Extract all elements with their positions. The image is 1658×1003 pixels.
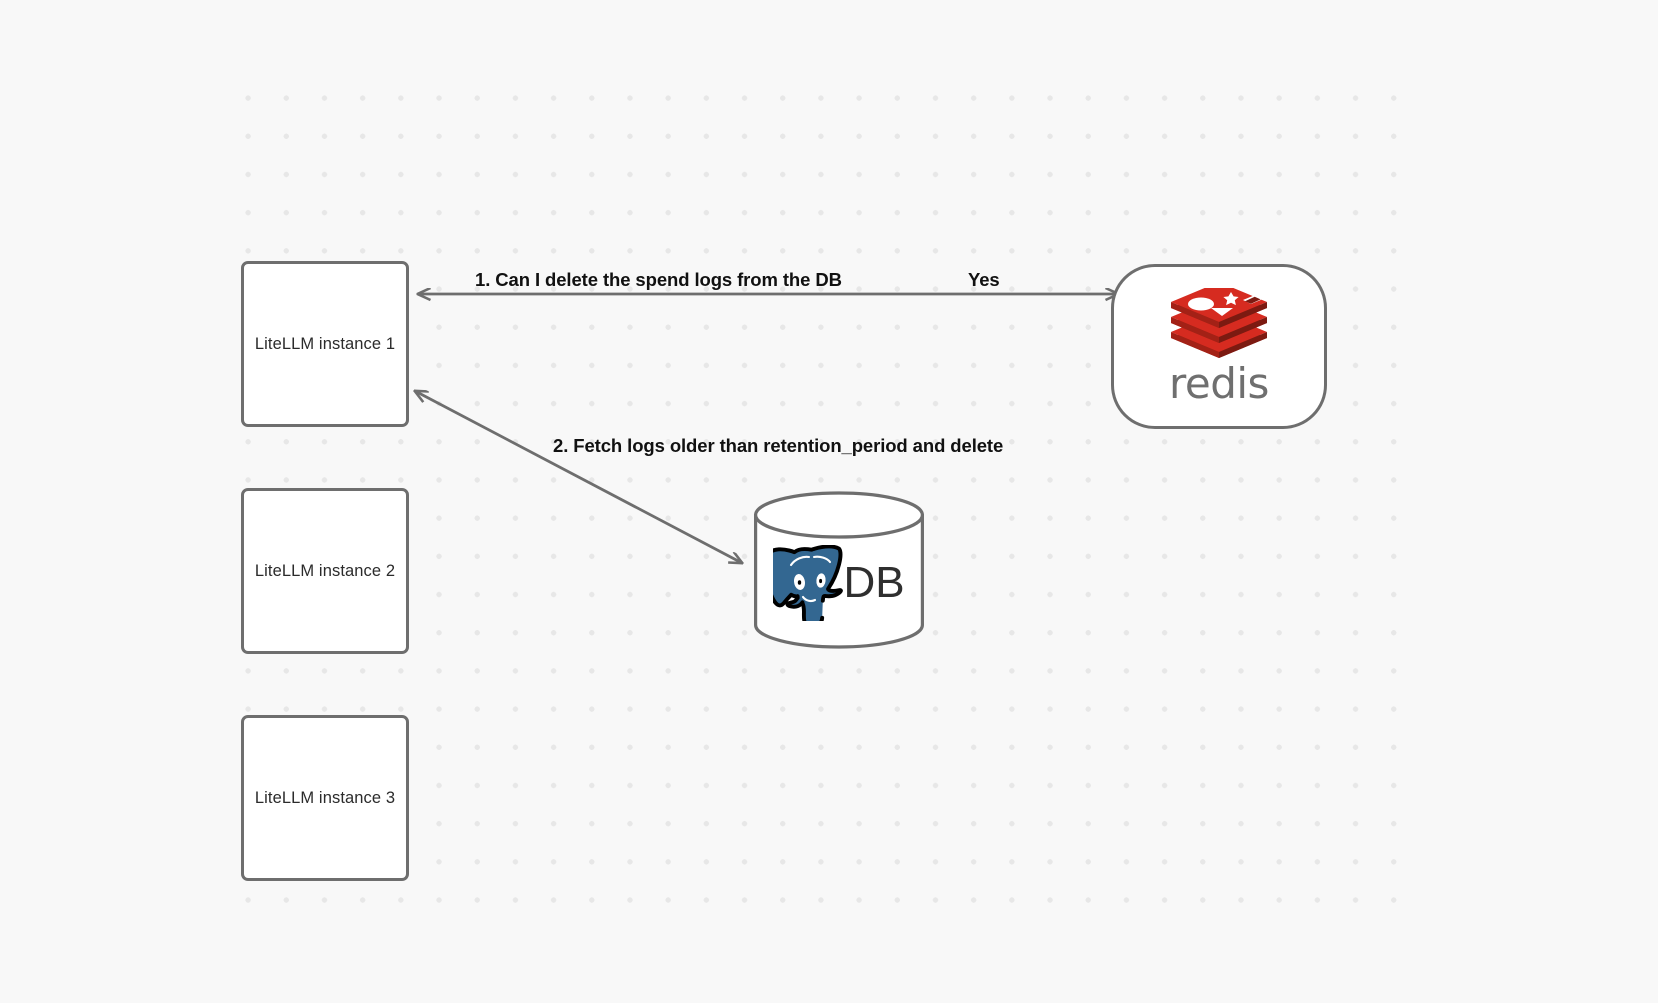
cylinder-shape [753, 491, 925, 649]
node-postgres-db[interactable]: DB [753, 491, 925, 649]
edge-label-yes: Yes [968, 269, 1000, 290]
node-redis[interactable]: redis [1111, 264, 1327, 429]
redis-wordmark: redis [1169, 359, 1269, 408]
redis-stack-icon [1171, 288, 1267, 358]
node-litellm-instance-3[interactable]: LiteLLM instance 3 [241, 715, 409, 881]
node-label: LiteLLM instance 1 [254, 334, 396, 353]
node-litellm-instance-1[interactable]: LiteLLM instance 1 [241, 261, 409, 427]
redis-logo: redis [1165, 288, 1273, 405]
node-label: LiteLLM instance 3 [254, 788, 396, 807]
edge-label-step-2: 2. Fetch logs older than retention_perio… [553, 435, 1004, 456]
db-label: DB [843, 558, 905, 607]
node-litellm-instance-2[interactable]: LiteLLM instance 2 [241, 488, 409, 654]
db-logo-and-label: DB [753, 491, 925, 649]
node-label: LiteLLM instance 2 [254, 561, 396, 580]
edge-label-step-1: 1. Can I delete the spend logs from the … [475, 269, 842, 290]
postgresql-elephant-icon [773, 545, 844, 621]
